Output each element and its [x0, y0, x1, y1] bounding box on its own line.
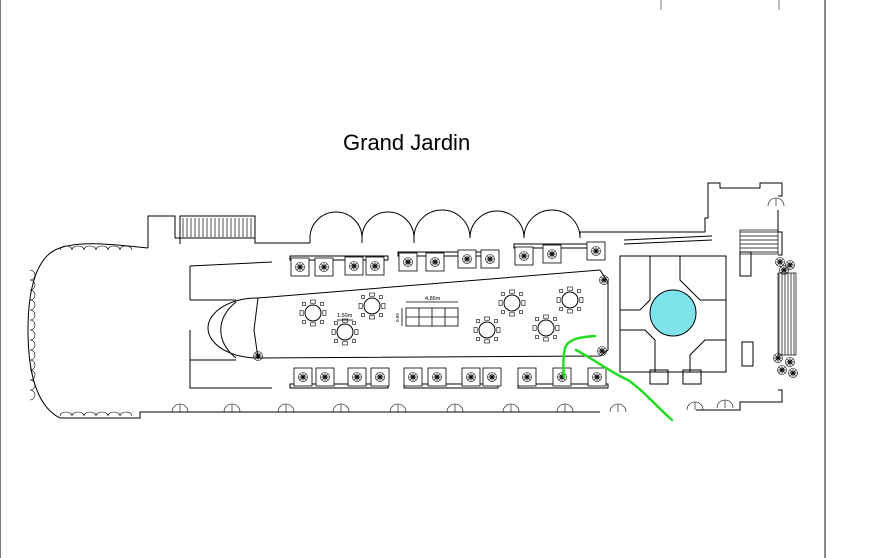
round-table-diameter-label: 1.50m: [337, 313, 353, 319]
page-corner-mark: [778, 0, 780, 10]
page-corner-mark: [660, 0, 662, 10]
page-left-border: [0, 0, 1, 558]
ornamental-plants: [253, 257, 798, 378]
stairs-right: [739, 229, 797, 356]
side-width-label: 0.69: [395, 313, 400, 322]
building-outline: [27, 182, 783, 419]
garden-pool-area: [619, 251, 754, 385]
pool: [649, 289, 697, 337]
terrace-edge: [29, 245, 133, 417]
banquet-table: [337, 301, 459, 327]
inner-hall: [189, 235, 713, 389]
table-length-label: 4,86m: [425, 296, 441, 302]
stairs-top-left: [182, 218, 252, 237]
hand-drawn-annotation: [562, 334, 674, 422]
plan-title: Grand Jardin: [343, 130, 471, 155]
page-right-border: [824, 0, 826, 558]
